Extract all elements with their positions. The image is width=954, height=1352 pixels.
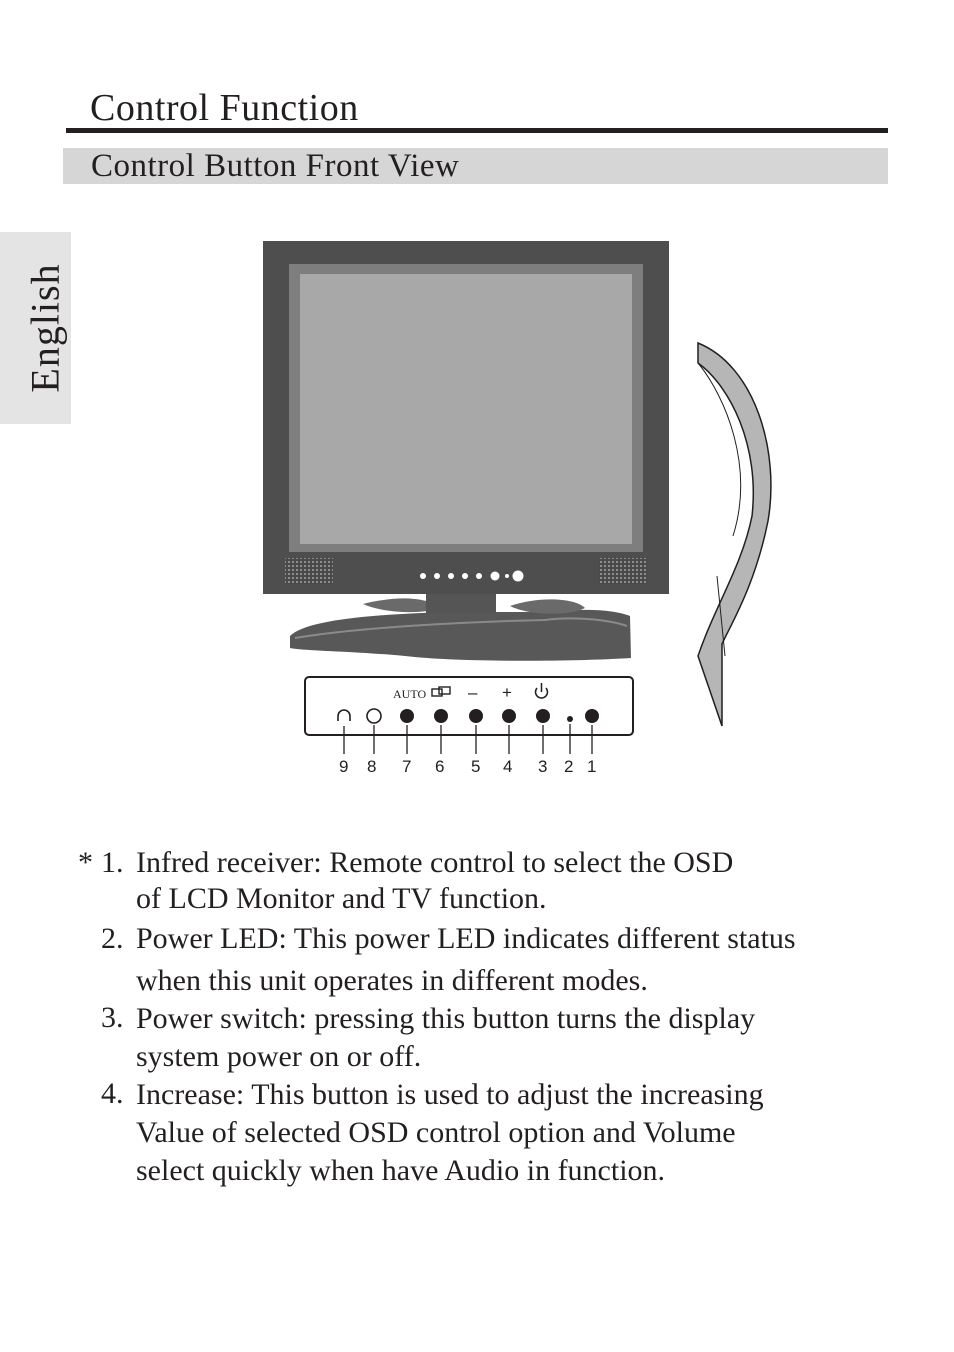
input-button[interactable]	[434, 709, 448, 723]
ir-receiver-icon	[366, 708, 382, 724]
power-icon	[534, 683, 549, 699]
minus-label: –	[468, 683, 478, 702]
list-number: 4.	[101, 1077, 124, 1110]
title-rule	[66, 128, 888, 133]
callout-2: 2	[564, 757, 573, 776]
minus-button[interactable]	[469, 709, 483, 723]
headphone-jack-icon	[337, 709, 351, 721]
rotate-arrow-icon	[697, 341, 772, 727]
power-led	[567, 716, 573, 722]
callout-9: 9	[339, 757, 348, 776]
list-text: Increase: This button is used to adjust …	[136, 1078, 764, 1187]
plus-label: +	[502, 683, 512, 702]
page-title: Control Function	[90, 87, 359, 129]
language-label: English	[22, 263, 68, 393]
list-number: 1.	[101, 846, 124, 879]
list-text: Power LED: This power LED indicates diff…	[136, 922, 796, 997]
subtitle-band	[63, 148, 888, 184]
callout-1: 1	[587, 757, 596, 776]
control-panel: AUTO – +	[304, 676, 634, 776]
power-button[interactable]	[536, 709, 550, 723]
callout-8: 8	[367, 757, 376, 776]
callout-5: 5	[471, 757, 480, 776]
auto-button[interactable]	[400, 709, 414, 723]
input-select-icon	[431, 686, 451, 697]
callout-6: 6	[435, 757, 444, 776]
monitor-diagram: AUTO – +	[263, 241, 772, 776]
ir-sensor	[585, 709, 599, 723]
callout-3: 3	[538, 757, 547, 776]
plus-button[interactable]	[502, 709, 516, 723]
list-number: 2.	[101, 922, 124, 955]
list-marker: *	[78, 846, 93, 879]
list-text: Power switch: pressing this button turns…	[136, 1002, 756, 1073]
callout-4: 4	[503, 757, 512, 776]
list-text: Infred receiver: Remote control to selec…	[136, 846, 734, 915]
language-tab	[0, 232, 71, 424]
monitor-body	[263, 241, 669, 594]
monitor-stand	[290, 590, 631, 661]
section-subtitle: Control Button Front View	[91, 148, 460, 184]
callout-7: 7	[402, 757, 411, 776]
list-number: 3.	[101, 1001, 124, 1034]
auto-label: AUTO	[393, 687, 426, 701]
